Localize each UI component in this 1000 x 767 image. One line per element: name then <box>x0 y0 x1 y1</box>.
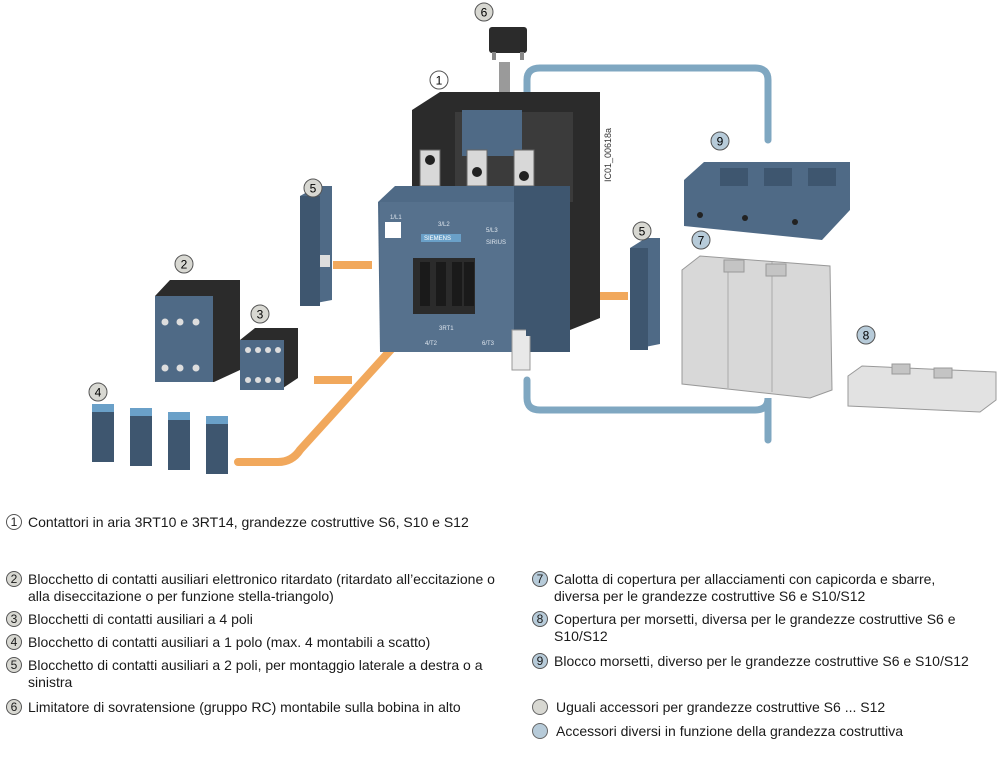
callout-4-label: 4 <box>95 386 102 400</box>
label-sirius: SIRIUS <box>486 240 506 246</box>
aux-block-2pole-left <box>300 186 332 306</box>
callout-5-left-label: 5 <box>310 182 317 196</box>
legend-item-7: 7 Calotta di copertura per allacciamenti… <box>532 571 972 605</box>
legend-text-9: Blocco morsetti, diverso per le grandezz… <box>554 653 969 669</box>
legend-item-8: 8 Copertura per morsetti, diversa per le… <box>532 611 982 645</box>
callout-7-label: 7 <box>698 234 705 248</box>
callout-6-label: 6 <box>481 6 488 20</box>
terminal-cover <box>681 255 833 399</box>
label-term-top-1: 1/L1 <box>390 215 402 221</box>
aux-block-4pole <box>240 328 298 390</box>
key-swatch-blue <box>532 723 548 739</box>
legend-item-9: 9 Blocco morsetti, diverso per le grande… <box>532 653 994 670</box>
legend-num-1: 1 <box>6 514 22 530</box>
key-different-accessories: Accessori diversi in funzione della gran… <box>532 723 992 740</box>
callout-8-label: 8 <box>863 329 870 343</box>
legend-item-1: 1 Contattori in aria 3RT10 e 3RT14, gran… <box>6 514 506 531</box>
aux-timer-block <box>155 280 240 382</box>
figure-id: IC01_00618a <box>603 128 613 182</box>
legend-item-5: 5 Blocchetto di contatti ausiliari a 2 p… <box>6 657 486 691</box>
legend-item-4: 4 Blocchetto di contatti ausiliari a 1 p… <box>6 634 506 651</box>
legend-text-4: Blocchetto di contatti ausiliari a 1 pol… <box>28 634 431 650</box>
legend-num-3: 3 <box>6 611 22 627</box>
legend-num-6: 6 <box>6 699 22 715</box>
aux-block-2pole-right <box>630 238 660 350</box>
legend-item-6: 6 Limitatore di sovratensione (gruppo RC… <box>6 699 506 716</box>
callout-6 <box>474 2 494 22</box>
legend-num-4: 4 <box>6 634 22 650</box>
legend-text-3: Blocchetti di contatti ausiliari a 4 pol… <box>28 611 253 627</box>
callout-2 <box>174 254 194 274</box>
key-swatch-grey <box>532 699 548 715</box>
legend-num-7: 7 <box>532 571 548 587</box>
callout-5-right <box>632 221 652 241</box>
legend-text-6: Limitatore di sovratensione (gruppo RC) … <box>28 699 461 715</box>
label-term-bot-3: 6/T3 <box>482 341 495 347</box>
rc-limiter <box>489 27 527 60</box>
callout-7 <box>691 230 711 250</box>
label-siemens: SIEMENS <box>424 236 451 242</box>
callout-5-left <box>303 178 323 198</box>
terminal-cover-small <box>847 363 997 413</box>
legend-num-9: 9 <box>532 653 548 669</box>
legend-item-2: 2 Blocchetto di contatti ausiliari elett… <box>6 571 512 605</box>
callout-8 <box>856 325 876 345</box>
legend-item-3: 3 Blocchetti di contatti ausiliari a 4 p… <box>6 611 506 628</box>
exploded-diagram: 1/L1 3/L2 5/L3 SIRIUS SIEMENS 3RT1 4/T2 … <box>88 2 997 474</box>
legend-num-8: 8 <box>532 611 548 627</box>
legend-text-8: Copertura per morsetti, diversa per le g… <box>554 611 956 644</box>
legend-num-5: 5 <box>6 657 22 673</box>
callout-1 <box>429 70 449 90</box>
contactor <box>378 92 600 371</box>
callout-1-label: 1 <box>436 74 443 88</box>
label-model: 3RT1 <box>439 326 454 332</box>
blue-link-top <box>523 64 772 154</box>
legend-text-7: Calotta di copertura per allacciamenti c… <box>554 571 936 604</box>
rc-link-rod <box>499 62 510 118</box>
legend-text-2: Blocchetto di contatti ausiliari elettro… <box>28 571 495 604</box>
terminal-block <box>684 162 850 240</box>
label-term-top-3: 5/L3 <box>486 228 498 234</box>
callout-5-right-label: 5 <box>639 225 646 239</box>
aux-block-1pole-set <box>92 404 228 474</box>
label-term-top-2: 3/L2 <box>438 222 450 228</box>
legend-num-2: 2 <box>6 571 22 587</box>
legend-text-5: Blocchetto di contatti ausiliari a 2 pol… <box>28 657 483 690</box>
label-term-bot-2: 4/T2 <box>425 341 438 347</box>
key-text-different: Accessori diversi in funzione della gran… <box>556 723 904 739</box>
orange-link-long <box>234 286 449 466</box>
callout-3-label: 3 <box>257 308 264 322</box>
callout-9 <box>710 131 730 151</box>
callout-4 <box>88 382 108 402</box>
callout-9-label: 9 <box>717 135 724 149</box>
callout-3 <box>250 304 270 324</box>
key-text-same: Uguali accessori per grandezze costrutti… <box>556 699 886 715</box>
legend-text-1: Contattori in aria 3RT10 e 3RT14, grande… <box>28 514 469 530</box>
key-same-accessories: Uguali accessori per grandezze costrutti… <box>532 699 992 716</box>
blue-link-bottom <box>523 376 772 444</box>
callout-2-label: 2 <box>181 258 188 272</box>
